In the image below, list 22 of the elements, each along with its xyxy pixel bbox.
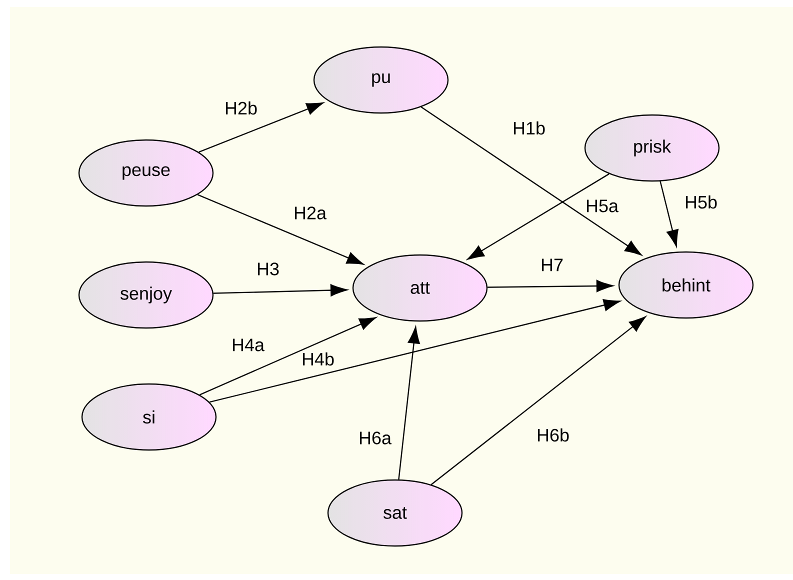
arrow xyxy=(398,326,420,480)
edge-label: H3 xyxy=(256,262,280,276)
arrow xyxy=(660,181,678,247)
arrow xyxy=(209,299,620,403)
arrow xyxy=(467,173,610,260)
edge-label: H2b xyxy=(224,100,259,116)
arrow xyxy=(420,106,642,256)
arrow xyxy=(214,284,348,296)
edge-label: H5b xyxy=(684,194,718,210)
edge-label: H6a xyxy=(358,430,393,446)
edge-label: H6b xyxy=(536,427,571,443)
edge-label: H1b xyxy=(512,120,547,136)
edge-label: H4a xyxy=(230,338,266,352)
arrow xyxy=(430,316,646,486)
edge-label: H7 xyxy=(540,258,564,272)
arrow xyxy=(199,317,376,396)
edge-label: H5a xyxy=(584,198,620,214)
edge-label: H2a xyxy=(292,206,328,220)
edge-label: H4b xyxy=(300,351,336,367)
arrow xyxy=(197,194,364,265)
arrow xyxy=(488,280,614,292)
arrow xyxy=(198,102,324,153)
